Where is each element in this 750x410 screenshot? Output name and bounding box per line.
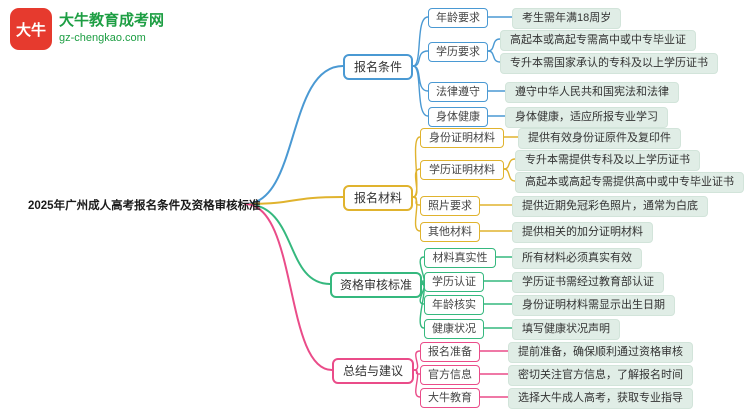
subtopic-identity-proof: 身份证明材料 [420, 128, 504, 148]
site-header: 大牛 大牛教育成考网 gz-chengkao.com [10, 8, 164, 50]
detail-node: 提供有效身份证原件及复印件 [518, 128, 681, 149]
subtopic-registration-preparation: 报名准备 [420, 342, 480, 362]
detail-node: 填写健康状况声明 [512, 319, 620, 340]
subtopic-physical-health: 身体健康 [428, 107, 488, 127]
detail-node: 遵守中华人民共和国宪法和法律 [505, 82, 679, 103]
detail-node: 身体健康，适应所报专业学习 [505, 107, 668, 128]
daniu-logo-icon: 大牛 [10, 8, 52, 50]
subtopic-other-materials: 其他材料 [420, 222, 480, 242]
subtopic-age-requirement: 年龄要求 [428, 8, 488, 28]
subtopic-law-compliance: 法律遵守 [428, 82, 488, 102]
site-title-block: 大牛教育成考网 gz-chengkao.com [59, 8, 164, 46]
detail-node: 高起本或高起专需提供高中或中专毕业证书 [515, 172, 744, 193]
subtopic-age-verification: 年龄核实 [424, 295, 484, 315]
detail-node: 提前准备，确保顺利通过资格审核 [508, 342, 693, 363]
detail-node: 选择大牛成人高考，获取专业指导 [508, 388, 693, 409]
detail-node: 密切关注官方信息，了解报名时间 [508, 365, 693, 386]
site-name: 大牛教育成考网 [59, 12, 165, 29]
detail-node: 提供近期免冠彩色照片，通常为白底 [512, 196, 708, 217]
branch-summary-advice: 总结与建议 [332, 358, 414, 384]
detail-node: 考生需年满18周岁 [512, 8, 622, 29]
detail-node: 专升本需提供专科及以上学历证书 [515, 150, 700, 171]
detail-node: 专升本需国家承认的专科及以上学历证书 [500, 53, 718, 74]
branch-review-standards: 资格审核标准 [330, 272, 422, 298]
subtopic-health-status: 健康状况 [424, 319, 484, 339]
branch-registration-conditions: 报名条件 [343, 54, 413, 80]
subtopic-daniu-education: 大牛教育 [420, 388, 480, 408]
subtopic-photo-requirement: 照片要求 [420, 196, 480, 216]
subtopic-education-certification: 学历认证 [424, 272, 484, 292]
subtopic-material-authenticity: 材料真实性 [424, 248, 496, 268]
subtopic-official-information: 官方信息 [420, 365, 480, 385]
branch-registration-materials: 报名材料 [343, 185, 413, 211]
subtopic-education-proof: 学历证明材料 [420, 160, 504, 180]
subtopic-education-requirement: 学历要求 [428, 42, 488, 62]
detail-node: 所有材料必须真实有效 [512, 248, 642, 269]
detail-node: 提供相关的加分证明材料 [512, 222, 653, 243]
detail-node: 身份证明材料需显示出生日期 [512, 295, 675, 316]
mindmap-root-title: 2025年广州成人高考报名条件及资格审核标准 [28, 200, 261, 212]
detail-node: 学历证书需经过教育部认证 [512, 272, 664, 293]
detail-node: 高起本或高起专需高中或中专毕业证 [500, 30, 696, 51]
site-domain: gz-chengkao.com [59, 32, 146, 44]
